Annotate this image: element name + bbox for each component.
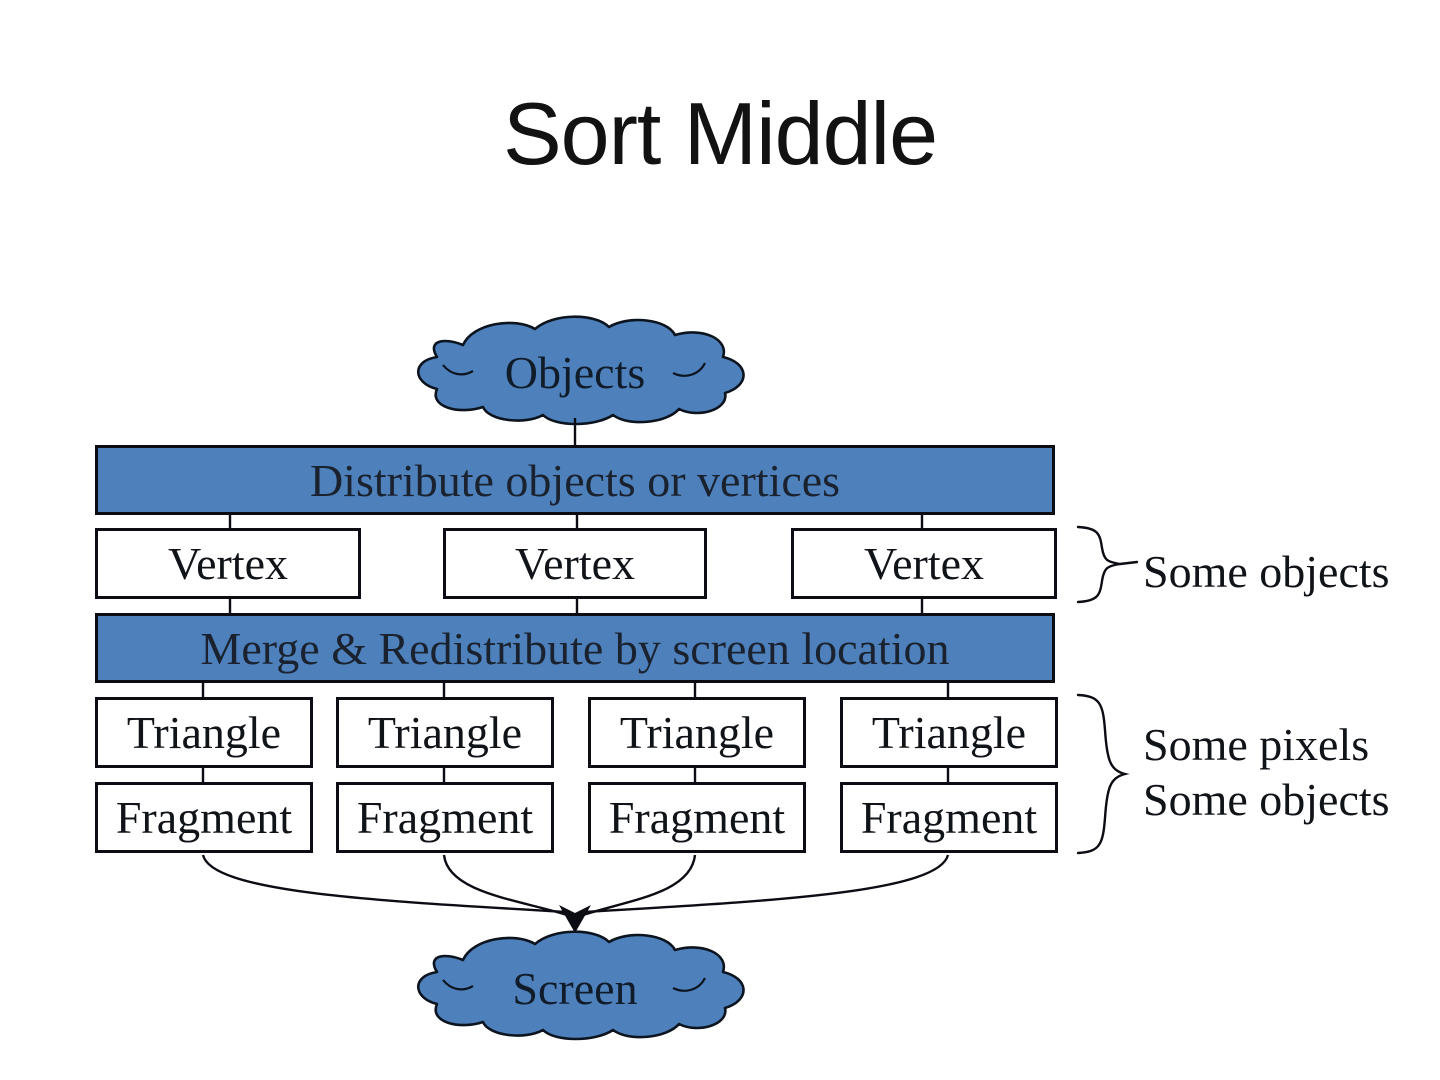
- vertex-box-3: Vertex: [791, 528, 1057, 599]
- fragment-box-2: Fragment: [336, 782, 554, 853]
- pixel-brace-label-line2: Some objects: [1143, 774, 1390, 825]
- brace-some-pixels: [1076, 693, 1130, 855]
- triangle-box-2: Triangle: [336, 697, 554, 768]
- fragment-box-4: Fragment: [840, 782, 1058, 853]
- fragment-to-screen-curves: [201, 854, 950, 917]
- screen-cloud-shape: [417, 930, 745, 1041]
- distribute-bar: Distribute objects or vertices: [95, 445, 1055, 515]
- brace-some-objects: [1076, 525, 1139, 604]
- merge-bar: Merge & Redistribute by screen location: [95, 613, 1055, 683]
- pixel-brace-label: Some pixels Some objects: [1143, 717, 1390, 827]
- vertex-box-1: Vertex: [95, 528, 361, 599]
- page-title: Sort Middle: [502, 84, 938, 183]
- vertex-brace-label: Some objects: [1143, 546, 1390, 597]
- arrowhead-down: [559, 905, 591, 933]
- triangle-box-1: Triangle: [95, 697, 313, 768]
- pixel-brace-label-line1: Some pixels: [1143, 719, 1370, 770]
- screen-cloud-label: Screen: [512, 962, 638, 1014]
- objects-cloud-label: Objects: [504, 346, 646, 398]
- fragment-box-3: Fragment: [588, 782, 806, 853]
- triangle-box-4: Triangle: [840, 697, 1058, 768]
- straight-connectors: [201, 418, 950, 784]
- objects-cloud-shape: [417, 315, 745, 426]
- vertex-box-2: Vertex: [443, 528, 707, 599]
- triangle-box-3: Triangle: [588, 697, 806, 768]
- fragment-box-1: Fragment: [95, 782, 313, 853]
